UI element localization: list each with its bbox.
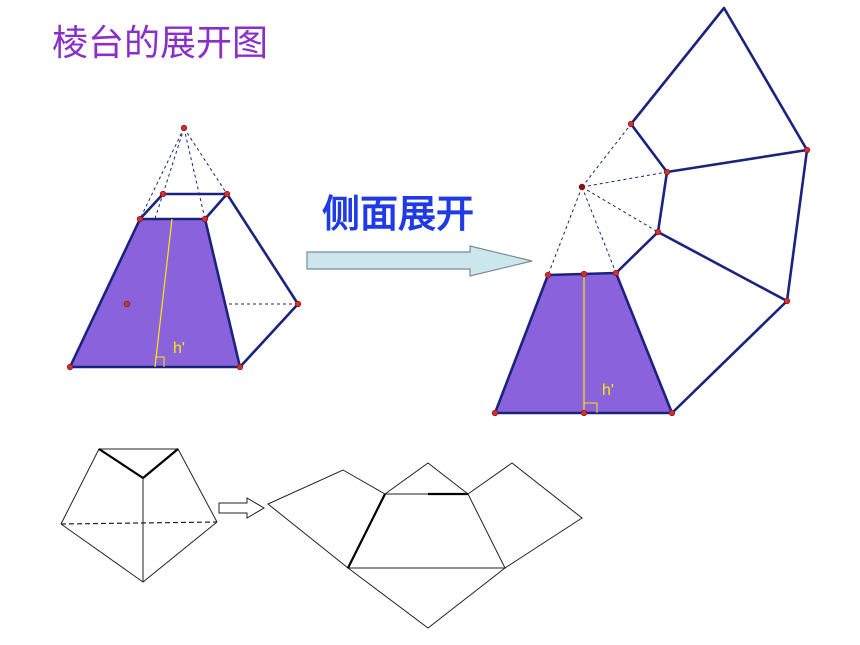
vertex [136,215,144,223]
right-angle-mark [155,356,165,367]
apex-dashed-line [162,127,185,195]
vertex [580,270,588,278]
triangular-frustum-net [267,462,583,629]
net-left-face [267,469,386,569]
right-angle-mark [584,402,598,413]
lateral-face-4 [629,6,809,173]
apex-dashed-line [139,127,185,220]
vertex [236,363,244,371]
lateral-face-2 [615,230,789,414]
unfold-caption: 侧面展开 [322,192,474,236]
net-right-face [467,462,583,569]
frustum-lateral-net: h' [491,6,811,417]
top-edge [142,448,179,479]
net-center-trapezoid [347,493,506,569]
page-title: 棱台的展开图 [52,23,268,64]
right-arrow-icon [306,245,533,277]
vertex [223,190,231,198]
vertex [580,409,588,417]
vertex [612,269,620,277]
slant-height-line [154,218,173,368]
vertex [544,271,552,279]
vertex [66,363,74,371]
lateral-face-3 [656,148,809,302]
apex-dashed-line [581,186,617,274]
front-lateral-face [68,217,242,369]
apex-dashed-line [581,123,632,188]
small-right-arrow-icon [218,497,265,519]
net-bottom-face [347,567,506,629]
slant-height-label: h' [173,340,185,357]
right-face-edges [225,193,300,368]
outline [60,448,218,583]
net-bold-edge [347,493,386,569]
vertex [294,300,302,308]
vertex [803,146,811,154]
frustum-3d-figure: h' [66,124,302,371]
vertex [201,215,209,223]
apex-dashed-line [183,127,206,220]
apex-dashed-line [547,186,583,276]
vertex [654,228,662,236]
apex-vertex [180,124,188,132]
vertex [783,297,791,305]
hidden-base-edge [60,521,218,525]
top-face-edges [139,192,229,220]
apex-dashed-line [581,186,659,233]
apex-vertex [578,183,586,191]
vertex [123,300,131,308]
vertex [668,409,676,417]
apex-dashed-line [581,171,668,188]
apex-dashed-line [183,127,228,195]
vertex [663,168,671,176]
vertex [627,120,635,128]
vertex [159,190,167,198]
vertex [491,409,499,417]
slant-height-label: h' [602,382,614,399]
net-top-triangle [384,462,469,495]
top-edge [98,448,144,479]
triangular-frustum-sketch [60,448,218,583]
